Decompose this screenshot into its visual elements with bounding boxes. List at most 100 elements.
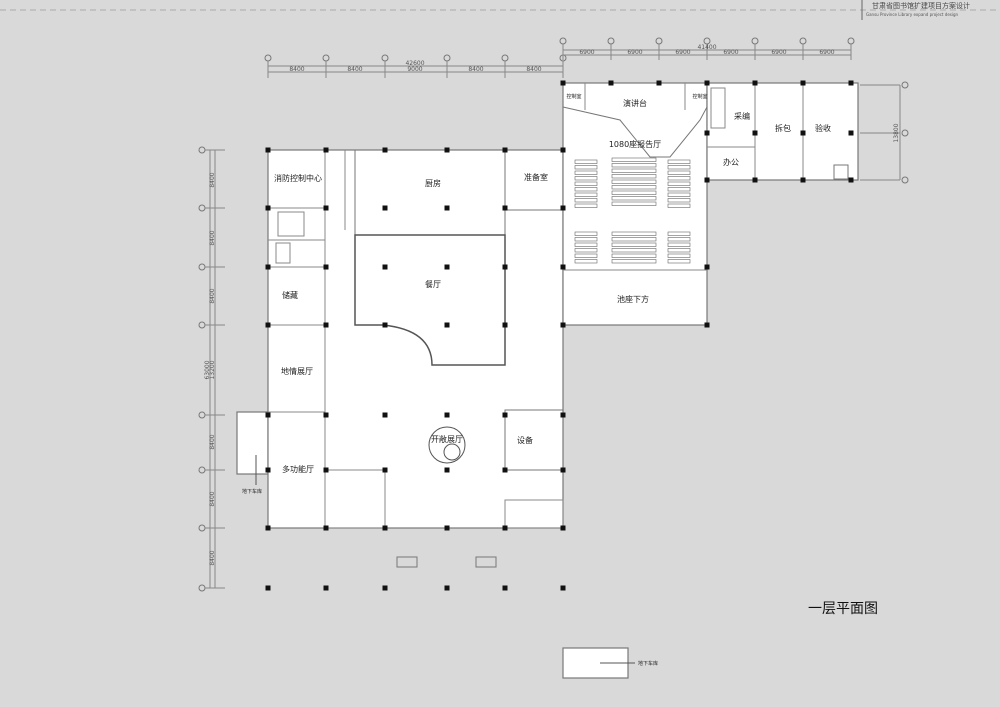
grid-bubble: [751, 37, 759, 45]
dim-span: 8400: [468, 66, 483, 73]
column: [560, 412, 566, 418]
dim-span: 6900: [579, 49, 594, 56]
seat-row: [574, 187, 598, 192]
dim-span: 8400: [209, 172, 216, 187]
column: [704, 264, 710, 270]
room-kitchen: 厨房: [425, 178, 441, 188]
seat-row: [611, 168, 657, 173]
room-local-exhibit: 地情展厅: [281, 366, 313, 376]
dim-span: 8400: [209, 230, 216, 245]
room-equipment: 设备: [517, 435, 533, 445]
dim-span: 8400: [289, 66, 304, 73]
column: [382, 525, 388, 531]
grid-bubble: [559, 37, 567, 45]
dim-total: 63000: [204, 360, 211, 379]
dim-span: 8400: [209, 288, 216, 303]
column: [265, 205, 271, 211]
dim-span: 13200: [209, 360, 216, 379]
dim-total: 42600: [405, 60, 424, 67]
seat-row: [611, 190, 657, 195]
grid-bubble: [198, 146, 206, 154]
garage-label: 地下车库: [638, 660, 658, 667]
stage-edge: [562, 106, 708, 158]
prep-walls: [504, 149, 564, 211]
column: [444, 147, 450, 153]
stair: [504, 499, 564, 529]
dim-span: 8400: [209, 434, 216, 449]
column: [560, 585, 566, 591]
column: [323, 525, 329, 531]
grid-bubble: [655, 37, 663, 45]
stair: [277, 211, 305, 237]
room-fire-control: 消防控制中心: [274, 173, 322, 183]
seat-row: [667, 198, 691, 203]
garage-ramp: [236, 411, 269, 475]
grid-bubble: [198, 524, 206, 532]
grid-bubble: [501, 54, 509, 62]
dimension-top-left: 42600 8400 8400 9000 8400 8400: [264, 54, 567, 78]
seat-row: [574, 170, 598, 175]
column: [265, 585, 271, 591]
room-dining: 餐厅: [425, 280, 441, 289]
equipment-walls: [504, 409, 564, 471]
column: [382, 264, 388, 270]
seat-row: [667, 192, 691, 197]
grid-bubble: [381, 54, 389, 62]
room-prep: 准备室: [524, 172, 548, 182]
column: [265, 147, 271, 153]
seat-row: [667, 187, 691, 192]
grid-bubble: [198, 411, 206, 419]
dim-span: 6900: [627, 49, 642, 56]
column: [848, 80, 854, 86]
column: [560, 322, 566, 328]
column: [502, 467, 508, 473]
room-purchase: 采编: [734, 111, 750, 121]
column: [444, 585, 450, 591]
seat-row: [667, 176, 691, 181]
dim-total: 13800: [893, 123, 900, 142]
seat-row: [611, 253, 657, 258]
room-stage: 演讲台: [623, 98, 647, 108]
seat-row: [667, 159, 691, 164]
dim-span: 6900: [675, 49, 690, 56]
seat-row: [611, 163, 657, 168]
grid-bubble: [198, 321, 206, 329]
room-unpack: 拆包: [775, 123, 791, 133]
column: [323, 322, 329, 328]
column: [444, 467, 450, 473]
seat-row: [667, 165, 691, 170]
dimension-left: 63000 8400 8400 8400 13200 8400 8400 840…: [198, 146, 225, 592]
garage-label: 地下车库: [242, 488, 262, 495]
dim-span: 6900: [723, 49, 738, 56]
column: [323, 585, 329, 591]
seat-row: [667, 253, 691, 258]
grid-bubble: [799, 37, 807, 45]
column: [752, 130, 758, 136]
seat-row: [667, 242, 691, 247]
elevator: [833, 164, 849, 180]
column: [382, 412, 388, 418]
dim-span: 8400: [347, 66, 362, 73]
dimension-top-right: 41400 6900 6900 6900 6900 6900 6900: [559, 37, 855, 60]
seat-row: [574, 181, 598, 186]
seat-row: [667, 181, 691, 186]
column: [560, 205, 566, 211]
column: [502, 412, 508, 418]
column: [704, 322, 710, 328]
dim-span: 8400: [209, 491, 216, 506]
column: [444, 412, 450, 418]
room-under-seats: 池座下方: [617, 294, 649, 304]
room-control-left: 控制室: [566, 93, 581, 100]
dim-span: 9000: [407, 66, 422, 73]
column: [382, 585, 388, 591]
seat-row: [611, 179, 657, 184]
column: [656, 80, 662, 86]
exhibit-ring: [428, 426, 466, 464]
column: [444, 322, 450, 328]
stair: [710, 87, 726, 129]
column: [382, 467, 388, 473]
dim-total: 41400: [697, 44, 716, 51]
column: [848, 177, 854, 183]
seat-row: [611, 157, 657, 162]
